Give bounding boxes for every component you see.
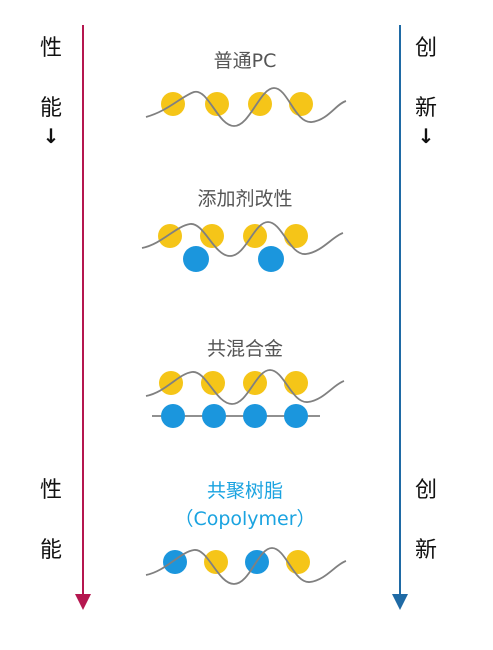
stage-1-title: 普通PC [213, 50, 277, 72]
left-axis-label-top-1: 性 [39, 36, 62, 61]
blue-additive-bead [183, 246, 209, 272]
stage-4-title: 共聚树脂 [206, 480, 283, 502]
stage-4-molecule [145, 547, 347, 585]
right-axis-label-bottom-2: 新 [414, 538, 437, 563]
left-axis-label-bottom-2: 能 [39, 538, 62, 563]
yellow-bead [243, 224, 267, 248]
stage-2-molecule [141, 221, 344, 272]
blue-bead [284, 404, 308, 428]
stage-3-molecule [145, 369, 345, 428]
stage-2-title: 添加剂改性 [197, 188, 293, 210]
blue-bead [243, 404, 267, 428]
right-down-arrow-icon: ↓ [417, 124, 435, 148]
yellow-bead [201, 371, 225, 395]
right-axis-label-top-1: 创 [414, 36, 437, 61]
polymer-chain [145, 547, 347, 585]
stage-3-title: 共混合金 [206, 338, 283, 360]
blue-additive-bead [258, 246, 284, 272]
yellow-bead [289, 92, 313, 116]
yellow-bead [248, 92, 272, 116]
left-down-arrow-icon: ↓ [42, 124, 60, 148]
blue-bead [202, 404, 226, 428]
yellow-bead [286, 550, 310, 574]
left-axis-label-bottom-1: 性 [39, 478, 62, 503]
yellow-bead [284, 371, 308, 395]
yellow-bead [205, 92, 229, 116]
polymer-chain [145, 369, 345, 405]
yellow-bead [158, 224, 182, 248]
polymer-chain [141, 221, 344, 257]
yellow-bead [204, 550, 228, 574]
stage-4-subtitle: （Copolymer） [174, 508, 316, 530]
blue-bead [161, 404, 185, 428]
yellow-bead [284, 224, 308, 248]
right-axis-label-top-2: 新 [414, 96, 437, 121]
right-axis-label-bottom-1: 创 [414, 478, 437, 503]
polymer-chain [145, 87, 347, 127]
left-axis-label-top-2: 能 [39, 96, 62, 121]
stage-1-molecule [145, 87, 347, 127]
yellow-bead [200, 224, 224, 248]
